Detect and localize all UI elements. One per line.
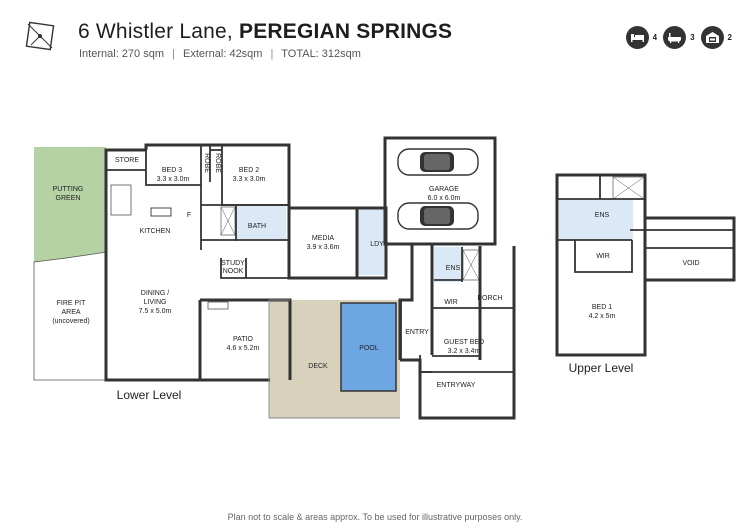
disclaimer: Plan not to scale & areas approx. To be … [227, 512, 523, 522]
car-icon [397, 148, 479, 176]
putting-green-lawn [34, 147, 106, 262]
void-label: VOID [682, 260, 699, 267]
upper-ens-highlight [559, 199, 633, 240]
porch-label: PORCH [477, 295, 502, 302]
putting-green-label: PUTTING [53, 186, 84, 193]
car-icon [397, 202, 479, 230]
bath-highlight [237, 206, 286, 239]
putting-green-label: GREEN [56, 195, 81, 202]
lower-level-label: Lower Level [117, 388, 182, 402]
kitchen-sink [207, 301, 229, 310]
bed1-size: 4.2 x 5m [589, 313, 616, 320]
bed-icon [625, 26, 649, 49]
garage-icon [700, 26, 724, 49]
robe-label: ROBE [214, 153, 221, 173]
page-title: 6 Whistler Lane, PEREGIAN SPRINGS [78, 20, 452, 44]
guest-bed-size: 3.2 x 3.4m [448, 348, 481, 355]
deck-label: DECK [308, 363, 328, 370]
wir-label: WIR [444, 299, 458, 306]
garage-label: GARAGE [429, 186, 459, 193]
total-area: TOTAL: 312sqm [281, 48, 361, 60]
kitchen-bench [110, 184, 132, 216]
bath-label: BATH [248, 223, 266, 230]
bed3-label: BED 3 [162, 167, 182, 174]
ensuite-highlight [434, 247, 461, 282]
bath-icon [663, 26, 687, 49]
bed1-label: BED 1 [592, 304, 612, 311]
pool-water [340, 302, 397, 392]
dining-label: DINING / [141, 290, 169, 297]
ens-label: ENS [446, 265, 461, 272]
patio-label: PATIO [233, 336, 254, 343]
study-label: NOOK [223, 268, 244, 275]
external-area: External: 42sqm [182, 48, 263, 60]
fire-pit-label: AREA [61, 309, 80, 316]
kitchen-label: KITCHEN [140, 228, 171, 235]
store-label: STORE [115, 157, 139, 164]
deck-edge [268, 299, 400, 419]
laundry-highlight [357, 208, 386, 275]
area-summary: Internal: 270 sqm | External: 42sqm | TO… [79, 48, 361, 60]
area-separator: | [270, 48, 274, 60]
patio-size: 4.6 x 5.2m [227, 345, 260, 352]
upper-level-interior-walls [557, 175, 734, 273]
fire-pit-label: (uncovered) [52, 318, 89, 325]
fire-pit-label: FIRE PIT [57, 300, 87, 307]
bed2-size: 3.3 x 3.0m [233, 176, 266, 183]
dining-size: 7.5 x 5.0m [139, 308, 172, 315]
suburb-name: PEREGIAN SPRINGS [238, 20, 453, 43]
upper-level-walls [555, 173, 736, 357]
entry-label: ENTRY [405, 329, 429, 336]
compass-logo-icon [25, 21, 55, 51]
bathroom-count: 3 [690, 33, 695, 42]
upper-wir-label: WIR [596, 253, 610, 260]
bedroom-count: 4 [652, 33, 658, 42]
street-address: 6 Whistler Lane, [78, 20, 233, 43]
garage-count: 2 [727, 33, 732, 42]
area-separator: | [172, 48, 175, 60]
internal-area: Internal: 270 sqm [79, 48, 164, 60]
media-label: MEDIA [312, 235, 335, 242]
dining-label: LIVING [144, 299, 167, 306]
kitchen-island [150, 207, 172, 217]
laundry-label: LDY [370, 241, 384, 248]
fire-pit-area [33, 251, 107, 381]
upper-level-label: Upper Level [569, 361, 634, 375]
bed2-label: BED 2 [239, 167, 259, 174]
bedroom-stat: 4 [625, 26, 658, 49]
lower-level-interior-walls [107, 145, 514, 373]
garage-size: 6.0 x 6.0m [428, 195, 461, 202]
entryway-label: ENTRYWAY [437, 382, 476, 389]
study-label: STUDY [221, 260, 245, 267]
bathroom-stat: 3 [663, 26, 695, 49]
garage-stat: 2 [700, 26, 732, 49]
media-size: 3.9 x 3.6m [307, 244, 340, 251]
property-stats: 4 3 2 [620, 26, 732, 49]
robe-label: ROBE [203, 153, 210, 173]
upper-ens-label: ENS [595, 212, 610, 219]
fridge-label: F [187, 212, 191, 219]
pool-label: POOL [359, 345, 379, 352]
bed3-size: 3.3 x 3.0m [157, 176, 190, 183]
guest-bed-label: GUEST BED [444, 339, 484, 346]
